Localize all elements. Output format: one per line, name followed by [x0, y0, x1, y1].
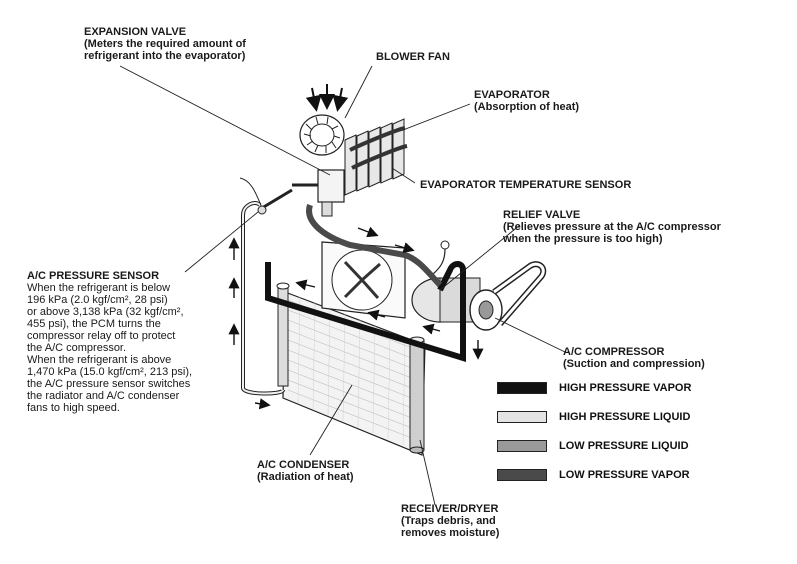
evaporator-label: EVAPORATOR (Absorption of heat) — [474, 89, 579, 113]
ac-pressure-sensor-line-3: or above 3,138 kPa (32 kgf/cm², — [27, 306, 184, 318]
pressure-sensor-wire — [239, 177, 263, 209]
ac-pressure-sensor-label: A/C PRESSURE SENSOR When the refrigerant… — [27, 270, 192, 414]
evaporator — [344, 118, 408, 196]
evaporator-desc: (Absorption of heat) — [474, 101, 580, 113]
expansion-valve-desc-2: refrigerant into the evaporator) — [84, 50, 246, 62]
ac-pressure-sensor-line-9: the A/C pressure sensor switches — [27, 378, 191, 390]
blower-fan — [299, 84, 349, 156]
legend-label: HIGH PRESSURE VAPOR — [559, 382, 692, 394]
ac-pressure-sensor-line-11: fans to high speed. — [27, 402, 120, 414]
legend-swatch — [497, 469, 547, 481]
pipe-high-pressure-vapor — [265, 261, 466, 363]
evaporator-title: EVAPORATOR — [474, 89, 550, 101]
relief-valve-desc-2: when the pressure is too high) — [503, 233, 663, 245]
expansion-valve-label: EXPANSION VALVE (Meters the required amo… — [84, 26, 246, 62]
ac-pressure-sensor-line-6: the A/C compressor. — [27, 342, 127, 354]
expansion-valve-desc-1: (Meters the required amount of — [84, 38, 246, 50]
legend-swatch — [497, 411, 547, 423]
flow-arrows — [228, 226, 484, 410]
legend-label: LOW PRESSURE VAPOR — [559, 469, 690, 481]
pipe-low-pressure-vapor — [306, 204, 443, 288]
blower-fan-label: BLOWER FAN — [376, 51, 450, 63]
ac-pressure-sensor-line-10: the radiator and A/C condenser — [27, 390, 180, 402]
legend-swatch — [497, 382, 547, 394]
receiver-dryer-desc-2: removes moisture) — [401, 527, 500, 539]
ac-pressure-sensor-line-8: 1,470 kPa (15.0 kgf/cm², 213 psi), — [27, 366, 193, 378]
ac-compressor-desc: (Suction and compression) — [563, 358, 705, 370]
legend-label: LOW PRESSURE LIQUID — [559, 440, 689, 452]
ac-compressor — [411, 240, 547, 331]
ac-compressor-label: A/C COMPRESSOR (Suction and compression) — [563, 346, 705, 370]
evaporator-temp-sensor-label: EVAPORATOR TEMPERATURE SENSOR — [420, 179, 631, 191]
ac-pressure-sensor-title: A/C PRESSURE SENSOR — [27, 270, 160, 282]
ac-pressure-sensor-line-7: When the refrigerant is above — [27, 354, 172, 366]
receiver-dryer-label: RECEIVER/DRYER (Traps debris, and remove… — [401, 503, 499, 539]
relief-valve-desc-1: (Relieves pressure at the A/C compressor — [503, 221, 721, 233]
legend-swatch — [497, 440, 547, 452]
receiver-dryer-title: RECEIVER/DRYER — [401, 503, 499, 515]
expansion-valve — [292, 169, 345, 217]
ac-pressure-sensor-line-5: compressor relay off to protect — [27, 330, 176, 342]
leader-lines — [119, 65, 566, 506]
ac-condenser-title: A/C CONDENSER — [257, 459, 350, 471]
blower-fan-title: BLOWER FAN — [376, 51, 450, 63]
ac-pressure-sensor-line-1: When the refrigerant is below — [27, 282, 171, 294]
ac-compressor-title: A/C COMPRESSOR — [563, 346, 665, 358]
pipe-liquid-line-top — [261, 188, 293, 210]
legend-label: HIGH PRESSURE LIQUID — [559, 411, 691, 423]
receiver-dryer — [409, 336, 425, 454]
receiver-dryer-desc-1: (Traps debris, and — [401, 515, 496, 527]
ac-condenser-label: A/C CONDENSER (Radiation of heat) — [257, 459, 354, 483]
relief-valve-title: RELIEF VALVE — [503, 209, 581, 221]
ac-pressure-sensor-line-2: 196 kPa (2.0 kgf/cm², 28 psi) — [27, 294, 168, 306]
condenser-fan — [321, 241, 406, 319]
ac-condenser-desc: (Radiation of heat) — [257, 471, 354, 483]
ac-pressure-sensor-line-4: 455 psi), the PCM turns the — [27, 318, 161, 330]
relief-valve-label: RELIEF VALVE (Relieves pressure at the A… — [503, 209, 721, 245]
expansion-valve-title: EXPANSION VALVE — [84, 26, 187, 38]
evaporator-temp-sensor-title: EVAPORATOR TEMPERATURE SENSOR — [420, 179, 632, 191]
